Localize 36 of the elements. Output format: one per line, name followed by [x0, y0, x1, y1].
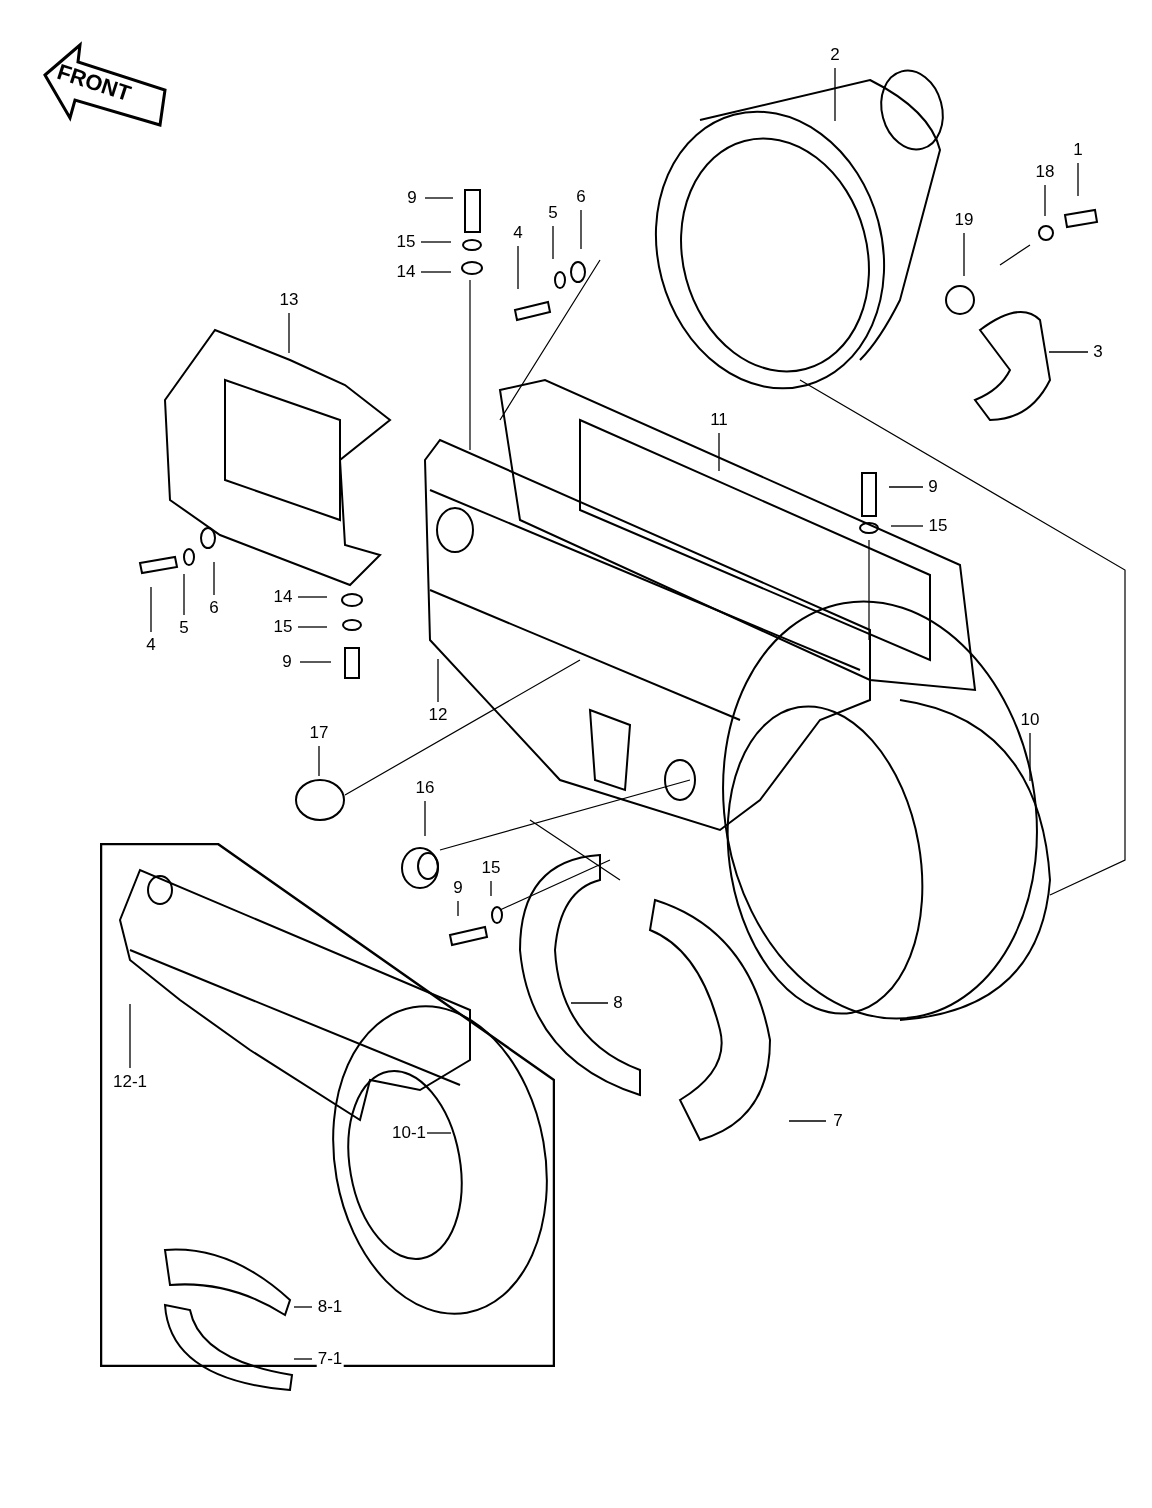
leader-line [293, 1306, 313, 1308]
leader-line [890, 525, 924, 527]
leader-line [293, 1358, 313, 1360]
leader-line [424, 197, 454, 199]
leader-line [490, 880, 492, 897]
leader-line [1048, 351, 1089, 353]
leader-line [297, 626, 328, 628]
leader-line [580, 209, 582, 250]
leader-line [552, 225, 554, 260]
leader-line [424, 800, 426, 837]
leader-line [834, 67, 836, 122]
leader-line [457, 900, 459, 917]
leader-line [963, 232, 965, 277]
leader-line [299, 661, 332, 663]
leader-line [129, 1003, 131, 1069]
direction-label: FRONT [53, 58, 134, 108]
leader-line [437, 658, 439, 703]
leader-line [1029, 732, 1031, 782]
leader-line [297, 596, 328, 598]
leader-line [318, 745, 320, 777]
leader-line [570, 1002, 609, 1004]
leader-line [420, 241, 452, 243]
leader-line [788, 1120, 827, 1122]
leader-line [1044, 184, 1046, 217]
leader-line [426, 1132, 452, 1134]
leader-line [1077, 162, 1079, 197]
leader-line [718, 432, 720, 472]
leader-line [213, 561, 215, 596]
callout-number: 7-1 [316, 1350, 344, 1368]
leader-line [150, 586, 152, 633]
leader-line [288, 312, 290, 354]
leader-line [420, 271, 452, 273]
leader-line [517, 245, 519, 290]
leader-line [888, 486, 924, 488]
variant-outline [100, 843, 555, 1367]
leader-line [183, 573, 185, 616]
